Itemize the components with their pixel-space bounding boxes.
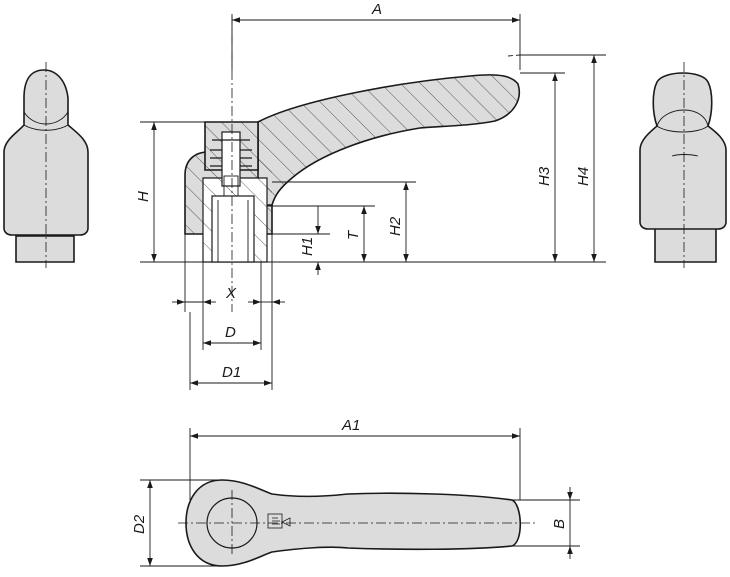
label-D1: D1 — [222, 364, 241, 381]
bottom-plan-view — [140, 428, 580, 567]
dimension-lines-top — [140, 14, 606, 390]
label-H3: H3 — [536, 166, 553, 186]
label-D: D — [225, 324, 236, 341]
label-H4: H4 — [575, 167, 592, 186]
label-B: B — [551, 519, 568, 529]
label-H2: H2 — [387, 216, 404, 236]
label-A: A — [371, 1, 382, 18]
label-X: X — [225, 285, 237, 302]
main-section-view — [140, 16, 606, 312]
label-A1: A1 — [341, 417, 360, 434]
dimension-labels: A H4 H3 H H2 T H1 X D D1 A1 D2 B — [131, 1, 592, 534]
right-side-view — [639, 62, 727, 268]
brand-logo-icon — [267, 513, 291, 529]
label-D2: D2 — [131, 514, 148, 534]
label-H1: H1 — [299, 237, 316, 256]
label-H: H — [135, 191, 152, 202]
left-side-view — [3, 62, 89, 268]
label-T: T — [345, 229, 362, 240]
